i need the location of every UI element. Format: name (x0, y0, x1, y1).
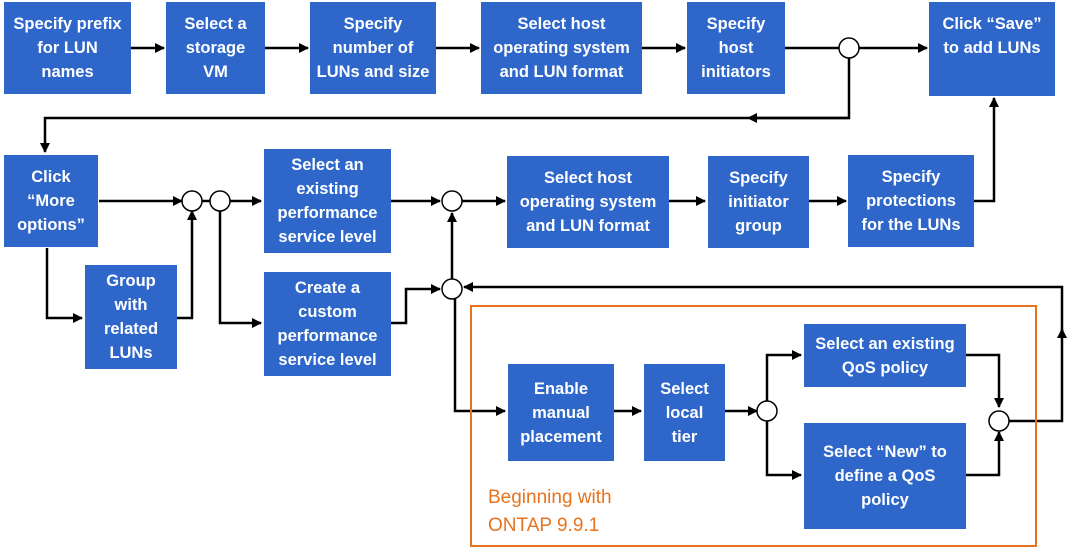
select-new-qos-label: Select “New” to define a QoS policy (823, 443, 947, 509)
specify-protections-label: Specify protections for the LUNs (861, 168, 961, 234)
specify-prefix-label: Specify prefix for LUN names (13, 15, 122, 81)
arrow-junction-to-manual (453, 289, 506, 416)
specify-protections-step[interactable]: Specify protections for the LUNs (848, 155, 974, 247)
select-new-qos-step[interactable]: Select “New” to define a QoS policy (804, 423, 966, 529)
group-related-luns-label: Group with related LUNs (103, 272, 159, 362)
specify-prefix-step[interactable]: Specify prefix for LUN names (4, 2, 131, 94)
ontap-991-annotation: Beginning with ONTAP 9.9.1 (488, 487, 612, 536)
select-local-tier-label: Select local tier (660, 379, 709, 446)
specify-host-initiators-label: Specify host initiators (701, 15, 771, 81)
select-existing-psl-label: Select an existing performance service l… (277, 156, 378, 246)
arrow-more-to-group (45, 248, 83, 323)
specify-initiator-group-label: Specify initiator group (728, 169, 789, 235)
specify-initiator-group-step[interactable]: Specify initiator group (708, 156, 809, 248)
click-more-options-label: Click “More options” (17, 168, 85, 234)
junction-psl-merge (441, 190, 463, 212)
arrow-junction-to-custom-psl (218, 211, 262, 328)
arrow-return-to-lower-junction (463, 282, 1064, 338)
select-storage-vm-step[interactable]: Select a storage VM (166, 2, 265, 94)
arrow-new-qos-to-junction (966, 431, 1004, 477)
specify-number-size-step[interactable]: Specify number of LUNs and size (310, 2, 436, 94)
select-storage-vm-label: Select a storage VM (184, 15, 247, 81)
click-save-step[interactable]: Click “Save” to add LUNs (929, 2, 1055, 96)
arrow-protections-to-save (974, 97, 999, 203)
select-existing-psl-step[interactable]: Select an existing performance service l… (264, 149, 391, 253)
ontap-991-region (470, 305, 1037, 547)
arrow-to-more-options (40, 116, 748, 153)
create-custom-psl-step[interactable]: Create a custom performance service leve… (264, 272, 391, 376)
group-related-luns-step[interactable]: Group with related LUNs (85, 265, 177, 369)
arrow-junction-to-new-qos (765, 421, 802, 480)
arrow-existing-qos-to-junction (966, 353, 1004, 408)
select-host-os-mid-step[interactable]: Select host operating system and LUN for… (507, 156, 669, 248)
select-existing-qos-label: Select an existing QoS policy (815, 334, 955, 377)
click-more-options-step[interactable]: Click “More options” (4, 155, 98, 247)
junction-qos-merge (988, 410, 1010, 432)
junction-top (838, 37, 860, 59)
arrow-group-to-junction (177, 210, 197, 320)
line-custom-psl-to-junction (391, 284, 441, 325)
junction-qos-split (756, 400, 778, 422)
enable-manual-placement-step[interactable]: Enable manual placement (508, 364, 614, 461)
select-host-os-mid-label: Select host operating system and LUN for… (519, 169, 657, 235)
create-custom-psl-label: Create a custom performance service leve… (277, 279, 378, 369)
enable-manual-placement-label: Enable manual placement (520, 379, 602, 446)
arrow-junction-to-existing-qos (765, 350, 802, 401)
junction-psl-split (209, 190, 231, 212)
select-host-os-top-label: Select host operating system and LUN for… (493, 15, 630, 81)
select-local-tier-step[interactable]: Select local tier (644, 364, 725, 461)
select-existing-qos-step[interactable]: Select an existing QoS policy (804, 324, 966, 387)
junction-lower-merge (441, 278, 463, 300)
specify-host-initiators-step[interactable]: Specify host initiators (687, 2, 785, 94)
specify-number-size-label: Specify number of LUNs and size (316, 15, 430, 81)
click-save-label: Click “Save” to add LUNs (942, 15, 1042, 57)
junction-more-options (181, 190, 203, 212)
arrow-qos-junction-up (1009, 328, 1067, 423)
select-host-os-top-step[interactable]: Select host operating system and LUN for… (481, 2, 642, 94)
